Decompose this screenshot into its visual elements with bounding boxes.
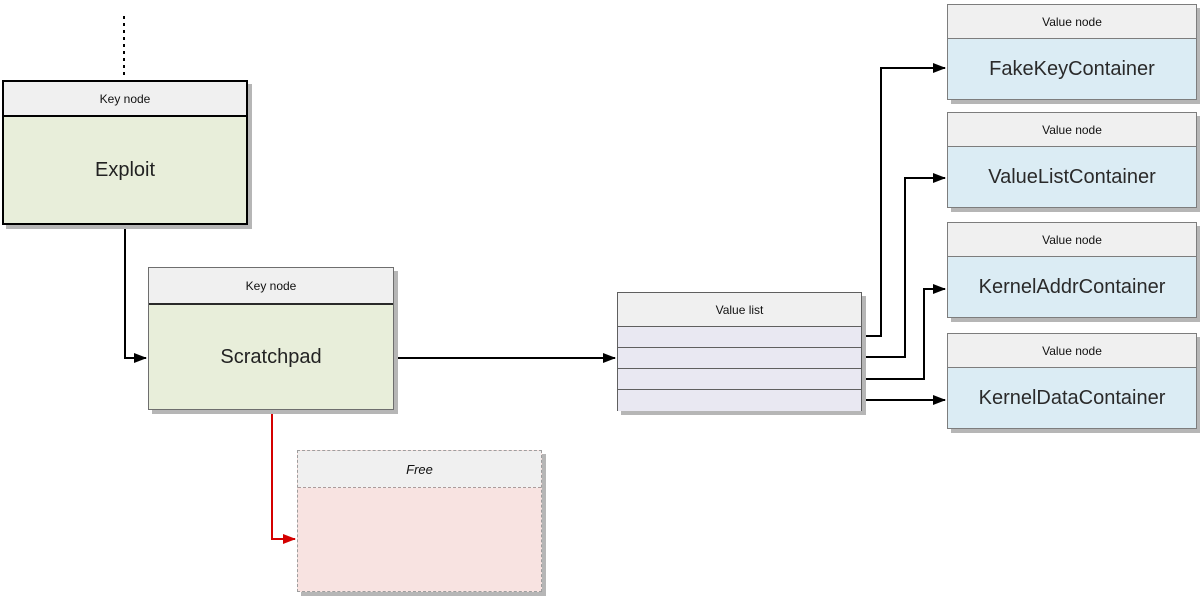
node-scratchpad: Key node Scratchpad — [148, 267, 394, 410]
value-list-row-1 — [618, 327, 861, 348]
node-kerneladdrcontainer: Value node KernelAddrContainer — [947, 222, 1197, 318]
edge-row2-to-valuelistcontainer — [862, 173, 946, 358]
node-kerneldatacontainer-label: KernelDataContainer — [978, 386, 1166, 409]
node-scratchpad-type-label: Key node — [149, 268, 393, 305]
edge-scratchpad-to-free — [271, 410, 296, 544]
value-list-row-3 — [618, 369, 861, 390]
value-list-row-2 — [618, 348, 861, 369]
node-valuelistcontainer: Value node ValueListContainer — [947, 112, 1197, 208]
node-free-type-label: Free — [298, 451, 541, 488]
node-fakekeycontainer-label: FakeKeyContainer — [989, 57, 1155, 80]
node-free: Free — [297, 450, 542, 592]
node-fakekeycontainer: Value node FakeKeyContainer — [947, 4, 1197, 100]
node-value-list-type-label: Value list — [618, 293, 861, 327]
value-list-row-4 — [618, 390, 861, 411]
edge-row1-to-fakekeycontainer — [862, 63, 946, 337]
node-exploit: Key node Exploit — [2, 80, 248, 225]
node-exploit-label: Exploit — [94, 158, 156, 181]
node-free-body — [298, 488, 541, 591]
edge-exploit-to-scratchpad — [124, 225, 147, 363]
node-fakekeycontainer-type-label: Value node — [948, 5, 1196, 39]
node-kerneladdrcontainer-type-label: Value node — [948, 223, 1196, 257]
node-exploit-type-label: Key node — [4, 82, 246, 117]
node-scratchpad-label: Scratchpad — [220, 345, 322, 368]
node-valuelistcontainer-type-label: Value node — [948, 113, 1196, 147]
node-kerneladdrcontainer-label: KernelAddrContainer — [978, 275, 1166, 298]
node-value-list: Value list — [617, 292, 862, 411]
node-valuelistcontainer-label: ValueListContainer — [988, 165, 1156, 188]
node-kerneldatacontainer-type-label: Value node — [948, 334, 1196, 368]
edge-row3-to-kerneladdrcontainer — [862, 284, 946, 380]
node-kerneldatacontainer: Value node KernelDataContainer — [947, 333, 1197, 429]
